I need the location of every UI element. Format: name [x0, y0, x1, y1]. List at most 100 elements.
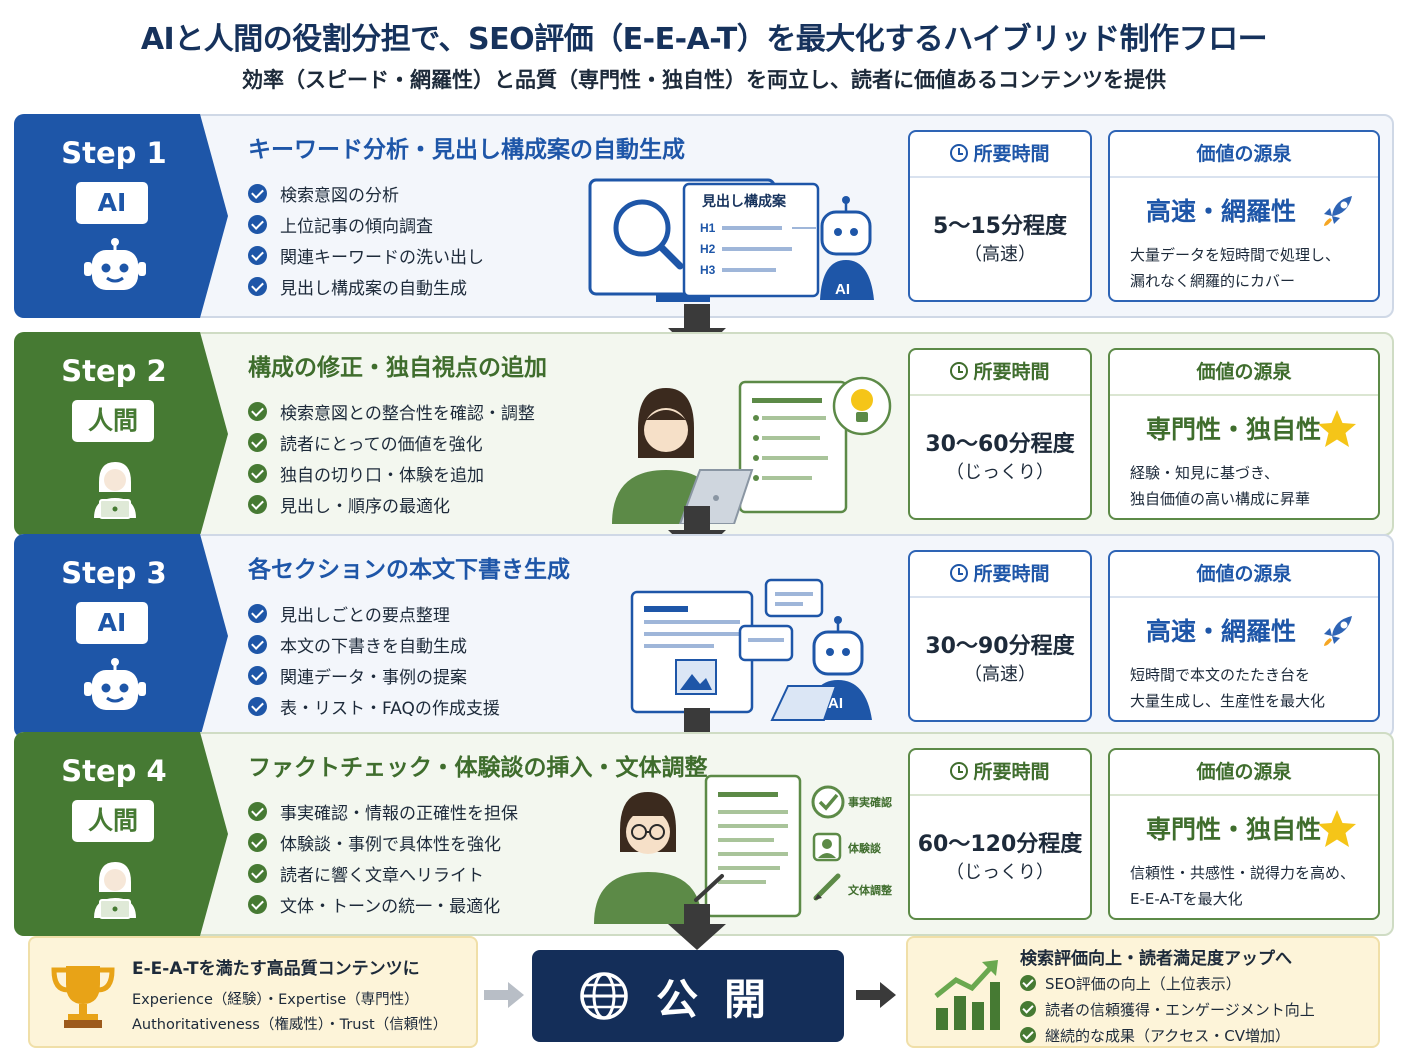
- step-3-tab: Step 3 AI: [14, 534, 228, 738]
- check-icon: [248, 184, 267, 203]
- check-icon: [1020, 1027, 1036, 1043]
- task-list: 事実確認・情報の正確性を担保 体験談・事例で具体性を強化 読者に響く文章へリライ…: [248, 796, 518, 920]
- svg-text:H1: H1: [700, 221, 716, 235]
- growth-chart-icon: [934, 960, 1000, 1030]
- check-icon: [248, 433, 267, 452]
- value-description: 信頼性・共感性・説得力を高め、E-E-A-Tを最大化: [1130, 864, 1356, 908]
- step-number: Step 1: [61, 136, 167, 170]
- step-1-tab: Step 1 AI: [14, 114, 228, 318]
- robot-drafting-illustration: AI: [630, 578, 872, 721]
- time-box: 所要時間 30〜90分程度 （高速）: [908, 550, 1092, 722]
- person-laptop-icon: [94, 462, 136, 519]
- time-box: 所要時間 30〜60分程度 （じっくり）: [908, 348, 1092, 520]
- svg-text:AI: AI: [828, 695, 843, 712]
- svg-text:AI: AI: [835, 281, 850, 298]
- globe-icon: [580, 972, 628, 1020]
- right-arrow-icon: [856, 982, 896, 1008]
- step-2-tab: Step 2 人間: [14, 332, 228, 536]
- star-icon: [1318, 810, 1356, 847]
- task-item: 読者に響く文章へリライト: [248, 858, 518, 889]
- check-icon: [248, 277, 267, 296]
- check-icon: [1020, 1001, 1036, 1017]
- time-box: 所要時間 60〜120分程度 （じっくり）: [908, 748, 1092, 920]
- down-arrow-icon: [668, 304, 726, 356]
- result-list: SEO評価の向上（上位表示） 読者の信頼獲得・エンゲージメント向上 継続的な成果…: [1020, 970, 1315, 1048]
- star-icon: [1318, 410, 1356, 447]
- eeat-title: E-E-A-Tを満たす高品質コンテンツに: [132, 959, 420, 979]
- time-value: 5〜15分程度: [933, 214, 1067, 239]
- page-title: AIと人間の役割分担で、SEO評価（E-E-A-T）を最大化するハイブリッド制作…: [140, 22, 1268, 57]
- check-icon: [248, 666, 267, 685]
- value-description: 大量データを短時間で処理し、漏れなく網羅的にカバー: [1130, 246, 1341, 290]
- task-item: 見出し構成案の自動生成: [248, 271, 484, 302]
- task-item: 事実確認・情報の正確性を担保: [248, 796, 518, 827]
- time-head: 所要時間: [910, 750, 1090, 796]
- result-title: 検索評価向上・読者満足度アップへ: [1020, 949, 1292, 969]
- step-3: Step 3 AI 各セクションの本文下書き生成 見出しごとの要点整理 本文の下…: [14, 534, 1394, 738]
- doc-title: 見出し構成案: [701, 193, 787, 209]
- time-value: 30〜60分程度: [925, 432, 1075, 457]
- publish-label: 公開: [656, 975, 793, 1024]
- robot-icon: [84, 658, 146, 710]
- step-1: Step 1 AI キーワード分析・見出し構成案の自動生成 検索意図の分析 上位…: [14, 114, 1394, 318]
- step-4-tab: Step 4 人間: [14, 732, 228, 936]
- value-description: 経験・知見に基づき、独自価値の高い構成に昇華: [1130, 464, 1311, 508]
- down-arrow-icon: [668, 506, 726, 558]
- rocket-icon: [1324, 196, 1352, 226]
- check-icon: [248, 864, 267, 883]
- task-item: 体験談・事例で具体性を強化: [248, 827, 518, 858]
- check-icon: [248, 833, 267, 852]
- value-description: 短時間で本文のたたき台を大量生成し、生産性を最大化: [1130, 666, 1326, 710]
- clock-icon: [950, 564, 969, 582]
- task-item: 関連キーワードの洗い出し: [248, 240, 484, 271]
- rocket-icon: [1324, 616, 1352, 646]
- trophy-icon: [51, 966, 115, 1028]
- task-item: 文体・トーンの統一・最適化: [248, 889, 518, 920]
- time-note: （高速）: [964, 664, 1036, 685]
- task-item: 検索意図との整合性を確認・調整: [248, 396, 535, 427]
- value-box: 価値の源泉 専門性・独自性 経験・知見に基づき、独自価値の高い構成に昇華: [1108, 348, 1380, 520]
- value-head: 価値の源泉: [1110, 750, 1378, 796]
- editor-factcheck-illustration: 事実確認 体験談 文体調整: [594, 774, 892, 924]
- svg-text:H2: H2: [700, 242, 716, 256]
- clock-icon: [950, 144, 969, 162]
- value-head: 価値の源泉: [1110, 552, 1378, 598]
- actor-badge: AI: [76, 602, 148, 644]
- check-icon: [248, 802, 267, 821]
- task-item: 本文の下書きを自動生成: [248, 629, 500, 660]
- time-note: （じっくり）: [946, 462, 1054, 483]
- right-arrow-icon: [484, 982, 524, 1008]
- person-laptop-icon: [94, 862, 136, 919]
- step-number: Step 4: [61, 754, 167, 788]
- check-icon: [248, 895, 267, 914]
- value-head: 価値の源泉: [1110, 132, 1378, 178]
- svg-text:文体調整: 文体調整: [848, 883, 892, 897]
- time-value: 60〜120分程度: [917, 832, 1083, 857]
- time-head: 所要時間: [910, 552, 1090, 598]
- step-number: Step 2: [61, 354, 167, 388]
- task-item: 検索意図の分析: [248, 178, 484, 209]
- step-title: 各セクションの本文下書き生成: [248, 557, 570, 583]
- check-icon: [248, 402, 267, 421]
- check-icon: [248, 635, 267, 654]
- clock-icon: [950, 362, 969, 380]
- task-item: 読者にとっての価値を強化: [248, 427, 535, 458]
- svg-text:体験談: 体験談: [848, 841, 882, 855]
- eeat-line: Experience（経験）・Expertise（専門性）: [132, 992, 419, 1008]
- value-box: 価値の源泉 高速・網羅性 短時間で本文のたたき台を大量生成し、生産性を最大化: [1108, 550, 1380, 722]
- value-main: 専門性・独自性: [1146, 415, 1322, 444]
- value-box: 価値の源泉 専門性・独自性 信頼性・共感性・説得力を高め、E-E-A-Tを最大化: [1108, 748, 1380, 920]
- task-item: 関連データ・事例の提案: [248, 660, 500, 691]
- task-list: 見出しごとの要点整理 本文の下書きを自動生成 関連データ・事例の提案 表・リスト…: [248, 598, 500, 722]
- actor-badge: AI: [76, 182, 148, 224]
- time-value: 30〜90分程度: [925, 634, 1075, 659]
- time-head: 所要時間: [910, 132, 1090, 178]
- down-arrow-icon: [668, 904, 726, 950]
- result-panel: 検索評価向上・読者満足度アップへ SEO評価の向上（上位表示） 読者の信頼獲得・…: [906, 936, 1380, 1048]
- result-item: 読者の信頼獲得・エンゲージメント向上: [1020, 996, 1315, 1022]
- time-note: （じっくり）: [946, 862, 1054, 883]
- monitor-search-illustration: 見出し構成案 H1 H2 H3 AI: [588, 178, 874, 302]
- eeat-line: Authoritativeness（権威性）・Trust（信頼性）: [132, 1017, 448, 1033]
- clock-icon: [950, 762, 969, 780]
- task-list: 検索意図との整合性を確認・調整 読者にとっての価値を強化 独自の切り口・体験を追…: [248, 396, 535, 520]
